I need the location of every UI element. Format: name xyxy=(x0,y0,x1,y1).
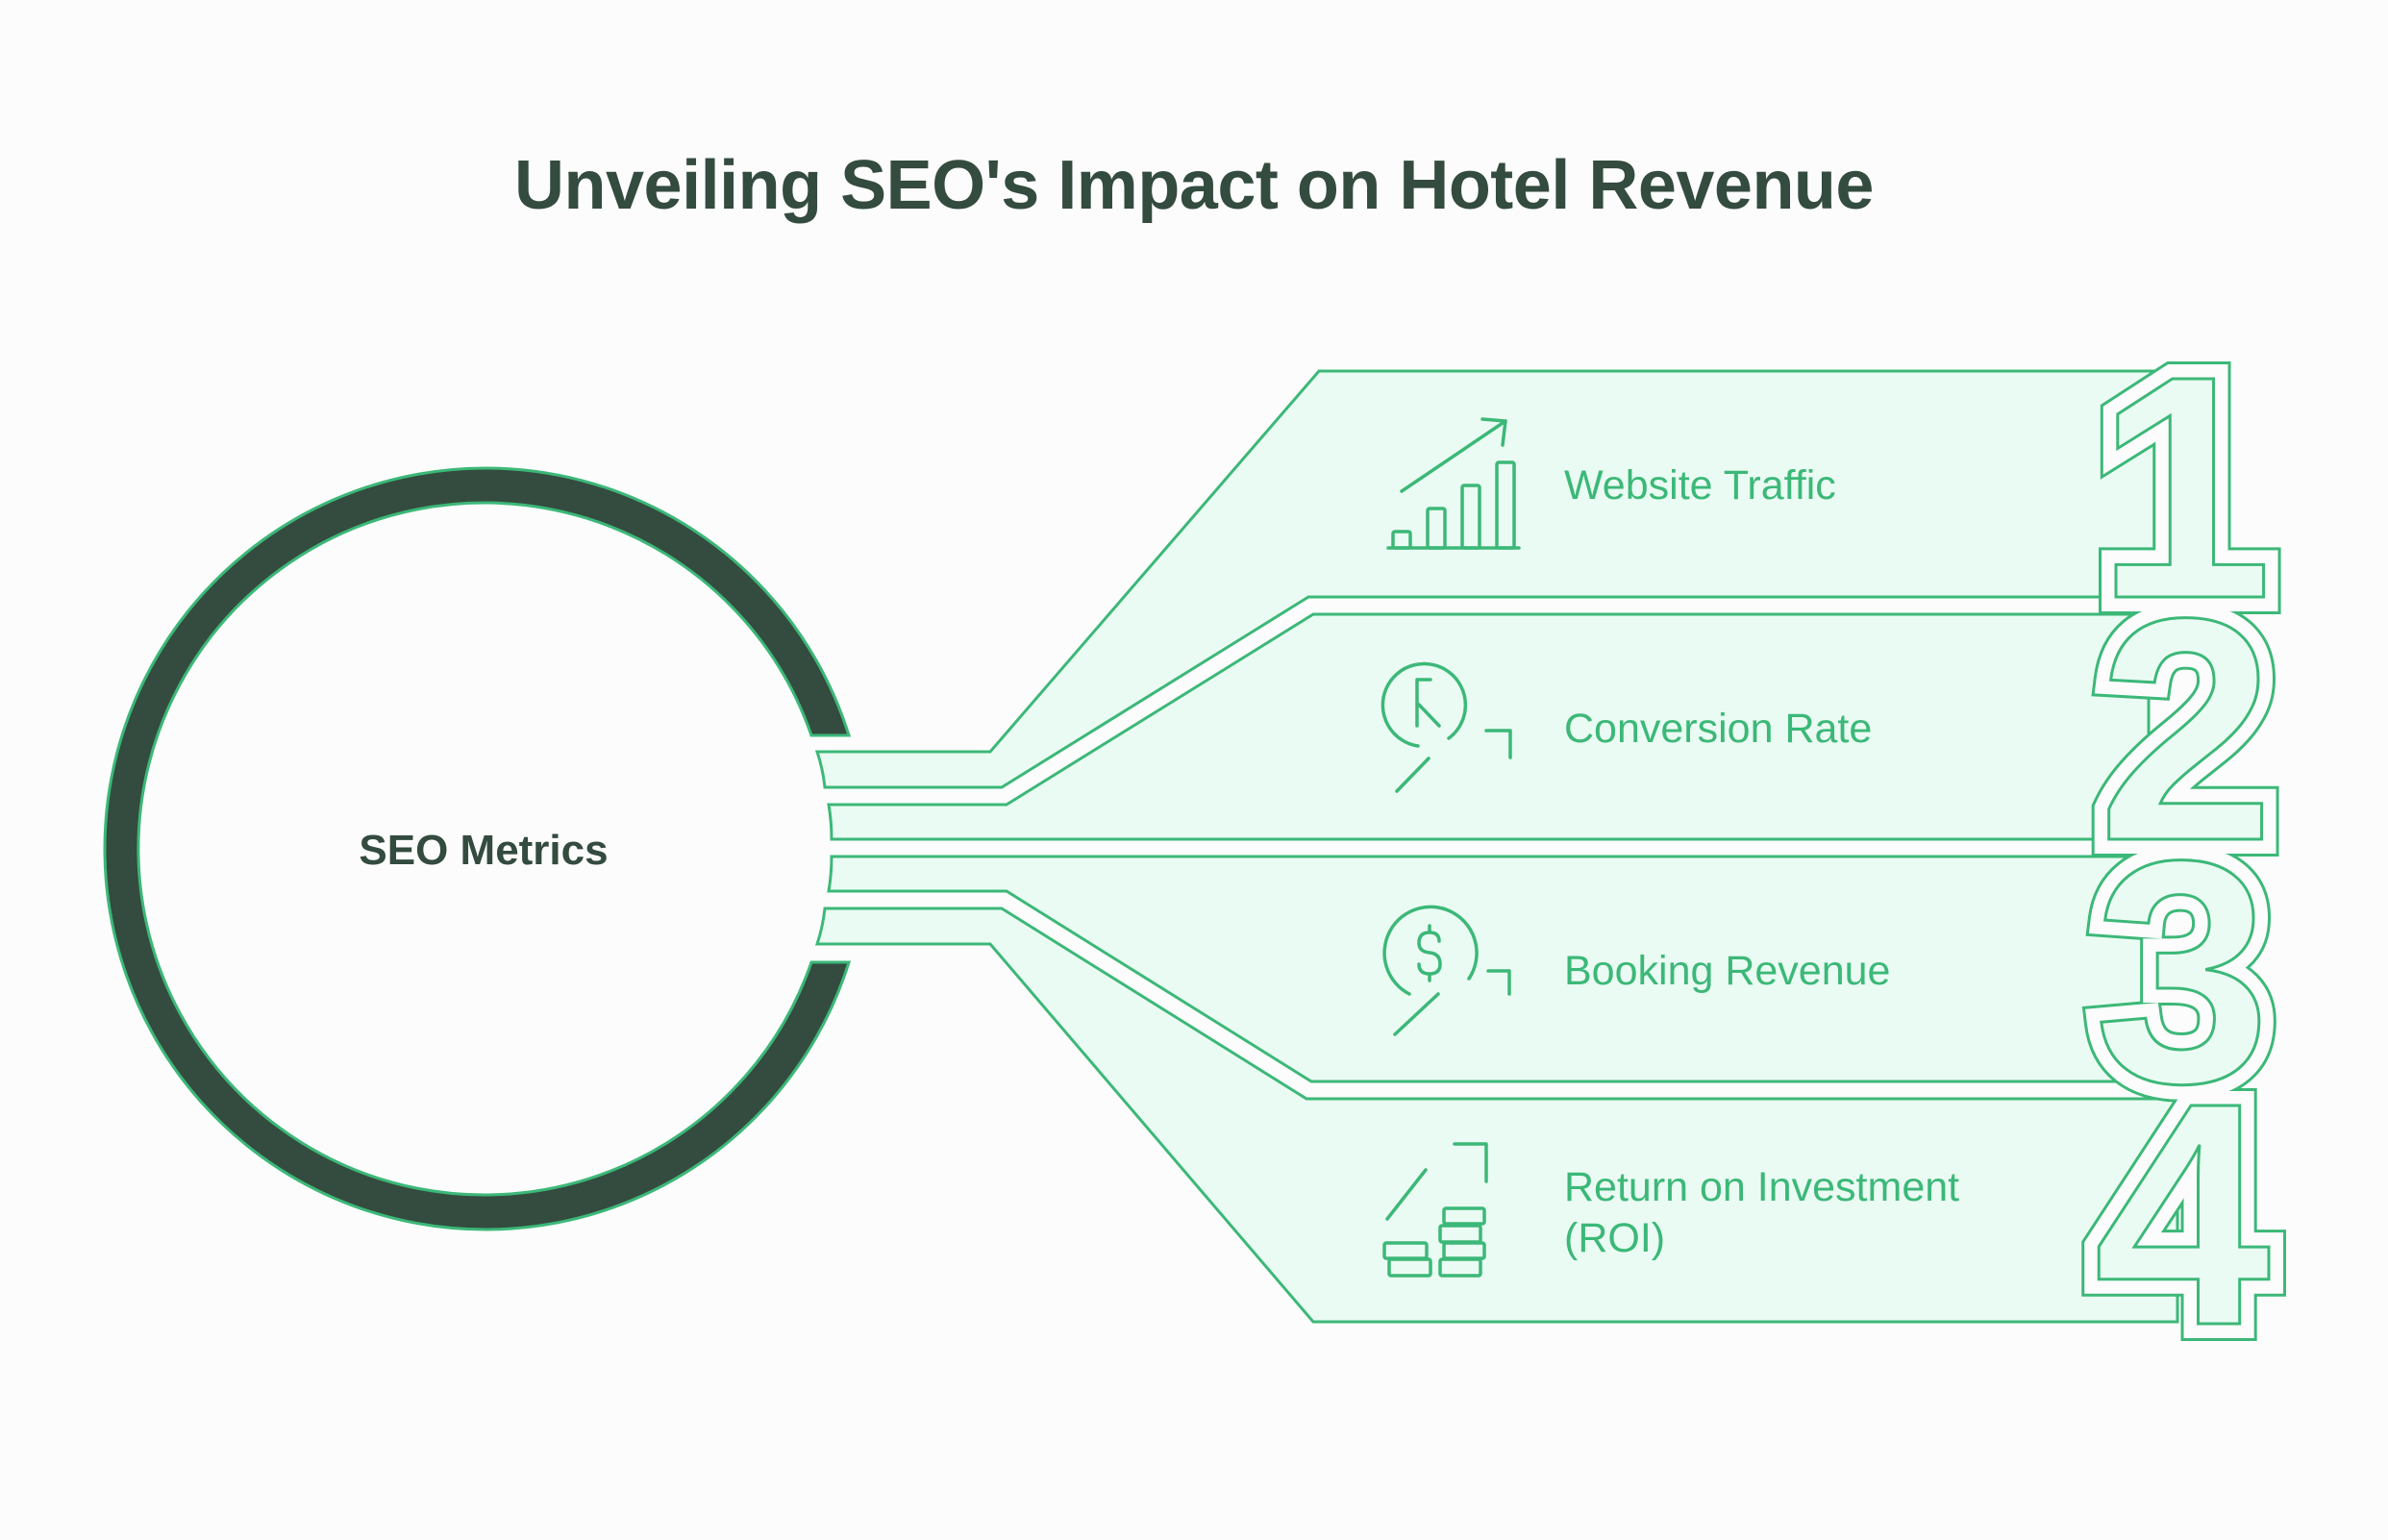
seo-metrics-ring xyxy=(103,466,852,1231)
number-2-outline: 2 xyxy=(2098,552,2275,907)
registered-trend-icon xyxy=(1381,661,1512,793)
panel-3 xyxy=(827,855,2151,1083)
item-label-conversion-rate: Conversion Rate xyxy=(1564,706,1873,752)
item-label-booking-revenue: Booking Revenue xyxy=(1564,948,1891,994)
item-label-roi: Return on Investment xyxy=(1564,1164,1960,1210)
number-4-outline: 4 xyxy=(2094,1036,2273,1391)
number-3: 3 xyxy=(2094,794,2271,1149)
panel-1 xyxy=(814,369,2179,789)
number-3-gap: 3 xyxy=(2094,794,2271,1149)
number-1-gap: 1 xyxy=(2096,310,2273,664)
step-numbers: 1 2 3 4 1 2 3 4 1 2 3 4 xyxy=(2077,292,2292,1408)
number-1: 1 xyxy=(2096,310,2273,664)
bar-chart-growth-icon xyxy=(1386,417,1521,550)
number-1-outline: 1 xyxy=(2096,310,2273,664)
panel-2 xyxy=(827,612,2151,841)
number-4: 4 xyxy=(2094,1036,2273,1391)
item-label-website-traffic: Website Traffic xyxy=(1564,462,1836,509)
number-2-gap: 2 xyxy=(2098,552,2275,907)
panel-4 xyxy=(814,907,2179,1324)
item-label-roi-line2: (ROI) xyxy=(1564,1215,1666,1261)
page-title: Unveiling SEO's Impact on Hotel Revenue xyxy=(514,147,1874,224)
dollar-trend-icon xyxy=(1382,905,1511,1036)
number-2: 2 xyxy=(2098,552,2275,907)
center-label: SEO Metrics xyxy=(359,827,609,874)
coins-growth-icon xyxy=(1382,1142,1488,1278)
number-3-outline: 3 xyxy=(2094,794,2271,1149)
number-4-gap: 4 xyxy=(2094,1036,2273,1391)
